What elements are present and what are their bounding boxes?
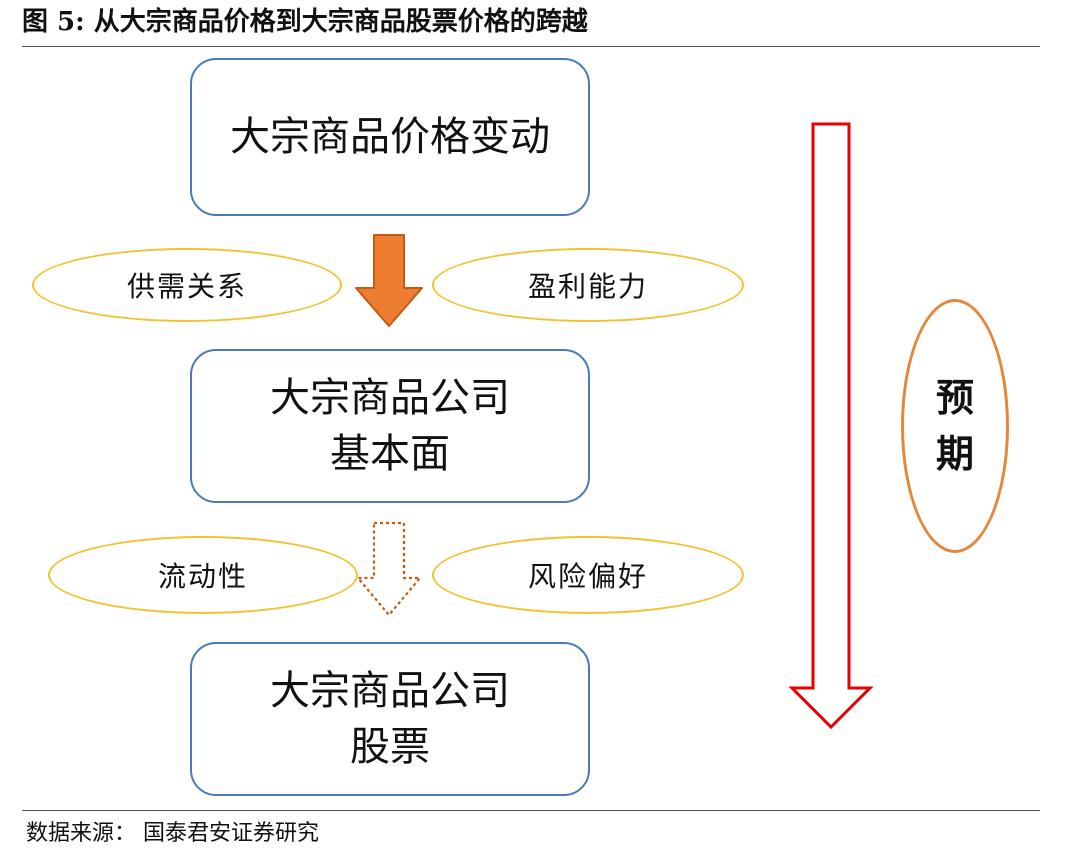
expectation-char-1: 预 bbox=[935, 375, 974, 420]
expectation-char-2: 期 bbox=[935, 431, 974, 476]
title-divider bbox=[22, 46, 1040, 47]
liquidity-label: 流动性 bbox=[157, 560, 248, 593]
company-fundamentals-line2: 基本面 bbox=[330, 431, 450, 477]
company-stock-line1: 大宗商品公司 bbox=[270, 668, 510, 714]
risk-preference-label: 风险偏好 bbox=[527, 560, 648, 593]
supply-demand-oval: 供需关系 bbox=[32, 248, 342, 322]
company-stock-box: 大宗商品公司 股票 bbox=[190, 642, 590, 796]
data-source-note: 数据来源： 国泰君安证券研究 bbox=[26, 821, 319, 846]
source-divider bbox=[22, 810, 1040, 811]
company-fundamentals-box: 大宗商品公司 基本面 bbox=[190, 349, 590, 503]
risk-preference-oval: 风险偏好 bbox=[432, 536, 744, 614]
company-stock-line2: 股票 bbox=[350, 724, 430, 770]
commodity-price-change-label: 大宗商品价格变动 bbox=[230, 114, 550, 160]
commodity-price-change-box: 大宗商品价格变动 bbox=[190, 58, 590, 216]
liquidity-oval: 流动性 bbox=[48, 536, 358, 614]
dotted-down-arrow bbox=[355, 521, 423, 617]
expectation-down-arrow bbox=[788, 122, 874, 730]
profitability-oval: 盈利能力 bbox=[432, 248, 744, 322]
company-fundamentals-line1: 大宗商品公司 bbox=[270, 375, 510, 421]
supply-demand-label: 供需关系 bbox=[126, 270, 247, 303]
profitability-label: 盈利能力 bbox=[527, 270, 648, 303]
figure-title: 图 5: 从大宗商品价格到大宗商品股票价格的跨越 bbox=[22, 7, 588, 37]
expectation-oval: 预 期 bbox=[901, 299, 1009, 553]
solid-down-arrow bbox=[355, 234, 423, 327]
